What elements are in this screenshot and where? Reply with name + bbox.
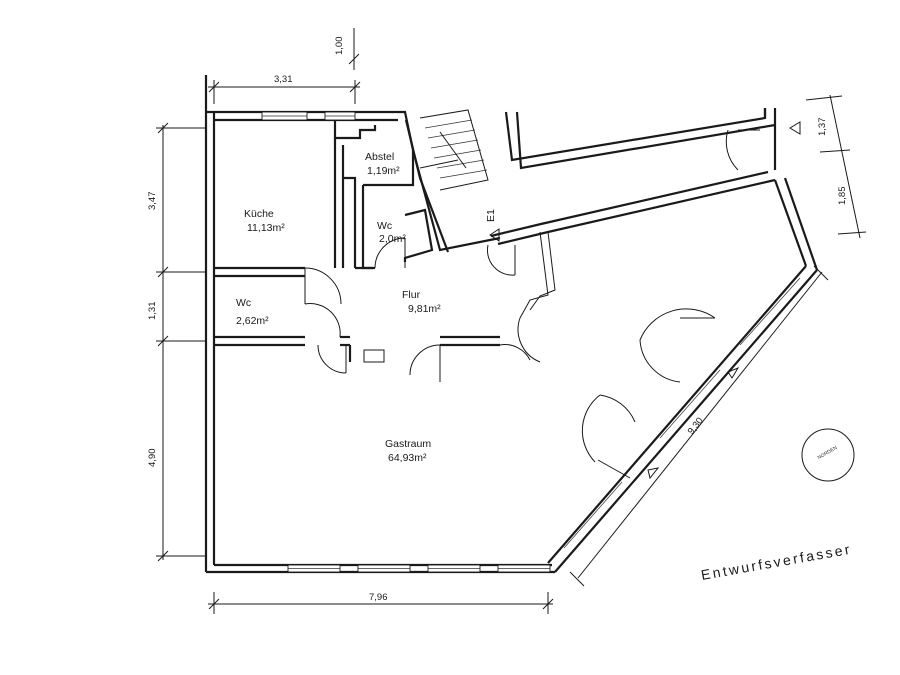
north-arrow: NORDEN xyxy=(801,428,855,482)
room-area-gastraum: 64,93m² xyxy=(388,452,427,464)
room-name-wc-small: Wc xyxy=(377,220,392,232)
outer-walls xyxy=(204,75,819,574)
room-area-kueche: 11,13m² xyxy=(247,222,285,234)
room-name-flur: Flur xyxy=(402,289,421,301)
dim-left-lower: 4,90 xyxy=(147,449,158,468)
dim-top-offset: 1,00 xyxy=(334,37,345,56)
room-name-abstel: Abstel xyxy=(365,151,394,163)
room-area-flur: 9,81m² xyxy=(408,303,441,315)
dim-bottom-width: 7,96 xyxy=(369,592,388,603)
room-name-gastraum: Gastraum xyxy=(385,438,431,450)
dim-top-width: 3,31 xyxy=(274,74,293,85)
room-area-wc: 2,62m² xyxy=(236,315,269,327)
doors xyxy=(304,129,760,479)
room-name-wc: Wc xyxy=(236,297,251,309)
room-labels: Küche 11,13m² Abstel 1,19m² Wc 2,0m² Wc … xyxy=(236,151,497,464)
dimension-lines xyxy=(156,28,867,614)
dim-right-lower: 1,85 xyxy=(837,187,848,206)
room-area-wc-small: 2,0m² xyxy=(379,233,406,245)
windows xyxy=(261,111,801,573)
entrance-markers xyxy=(489,121,801,480)
north-label: NORDEN xyxy=(817,445,839,461)
dim-left-middle: 1,31 xyxy=(147,302,158,321)
room-name-kueche: Küche xyxy=(244,208,274,220)
dim-left-upper: 3,47 xyxy=(147,192,158,211)
designer-credit: Entwurfsverfasser xyxy=(700,541,853,583)
room-area-abstel: 1,19m² xyxy=(367,165,400,177)
stair-label: E1 xyxy=(485,209,497,222)
staircase xyxy=(419,109,489,191)
dim-right-upper: 1,37 xyxy=(817,118,828,137)
